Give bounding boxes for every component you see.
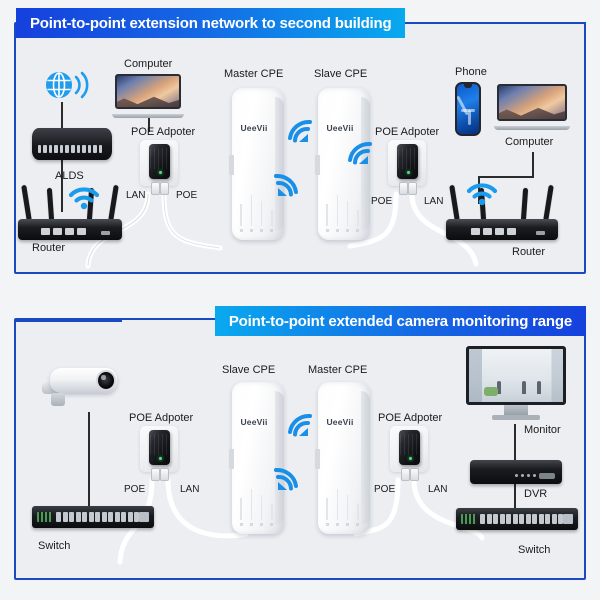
cpe-brand-label-1: UeeVii: [240, 122, 268, 133]
wire-laptop-poe-left: [148, 118, 150, 132]
banner-connector-bottom: [14, 320, 122, 322]
security-camera-device: [40, 364, 122, 410]
poe-adapter-left-top: [140, 140, 178, 195]
wifi-icon-cpe-link-upper-top: [286, 118, 316, 144]
label-lan-right-bottom: LAN: [428, 484, 448, 495]
label-master-cpe-bottom: Master CPE: [308, 364, 368, 376]
wire-laptop-right-across: [478, 176, 534, 178]
dvr-device: [470, 460, 562, 484]
label-poe-right-bottom: POE: [374, 484, 396, 495]
label-poe-left-bottom: POE: [124, 484, 146, 495]
wire-dvr-switch: [514, 484, 516, 508]
cpe-brand-label-4: UeeVii: [326, 416, 354, 427]
monitor-device: [466, 346, 566, 422]
panel-top-title: Point-to-point extension network to seco…: [16, 8, 406, 38]
master-cpe-bottom: UeeVii: [315, 382, 370, 534]
poe-adapter-left-bottom: [140, 426, 178, 481]
label-poe-right-top: POE: [371, 196, 393, 207]
laptop-left-device: [112, 74, 184, 118]
wire-laptop-right-down: [532, 152, 534, 176]
wifi-icon-router-right: [466, 182, 498, 206]
wire-monitor-dvr: [514, 424, 516, 460]
router-left-device: [18, 178, 122, 240]
label-switch-right: Switch: [518, 544, 551, 556]
poe-adapter-right-bottom: [390, 426, 428, 481]
internet-globe-icon: [44, 68, 90, 102]
wifi-icon-cpe-link-lower-top: [270, 172, 300, 198]
label-computer-right: Computer: [505, 136, 554, 148]
label-poe-adapter-right-top: POE Adpoter: [375, 126, 440, 138]
label-computer-left: Computer: [124, 58, 173, 70]
modem-device: [32, 128, 112, 160]
label-router-left: Router: [32, 242, 66, 254]
wire-camera-to-switch: [88, 412, 90, 508]
label-poe-left-top: POE: [176, 190, 198, 201]
poe-adapter-right-top: [388, 140, 426, 195]
slave-cpe-bottom: UeeVii: [229, 382, 284, 534]
phone-device: [455, 82, 481, 136]
label-slave-cpe-bottom: Slave CPE: [222, 364, 276, 376]
laptop-right-device: [494, 84, 570, 130]
label-slave-cpe-top: Slave CPE: [314, 68, 368, 80]
wifi-icon-slave-out-top: [346, 140, 376, 166]
label-lan-right-top: LAN: [424, 196, 444, 207]
label-poe-adapter-left-top: POE Adpoter: [131, 126, 196, 138]
label-master-cpe-top: Master CPE: [224, 68, 284, 80]
wire-globe-modem: [61, 102, 63, 130]
wifi-icon-router-left: [68, 186, 100, 210]
label-alds: ALDS: [55, 170, 84, 182]
label-poe-adapter-right-bottom: POE Adpoter: [378, 412, 443, 424]
cpe-brand-label-2: UeeVii: [326, 122, 354, 133]
label-router-right: Router: [512, 246, 546, 258]
panel-bottom-title: Point-to-point extended camera monitorin…: [214, 306, 586, 336]
wire-modem-router: [61, 160, 63, 212]
label-lan-left-top: LAN: [126, 190, 146, 201]
cable-poe-to-router-right-top: [330, 191, 530, 270]
banner-connector-top: [470, 22, 586, 24]
label-switch-left: Switch: [38, 540, 71, 552]
cpe-brand-label-3: UeeVii: [240, 416, 268, 427]
wifi-icon-cpe-link-upper-bottom: [286, 412, 316, 438]
label-monitor: Monitor: [524, 424, 561, 436]
switch-right-device: [456, 508, 578, 530]
label-lan-left-bottom: LAN: [180, 484, 200, 495]
label-poe-adapter-left-bottom: POE Adpoter: [129, 412, 194, 424]
master-cpe-top: UeeVii: [229, 88, 284, 240]
router-right-device: [446, 178, 558, 240]
label-dvr: DVR: [524, 488, 548, 500]
label-phone-top: Phone: [455, 66, 487, 78]
switch-left-device: [32, 506, 154, 528]
wifi-icon-cpe-link-lower-bottom: [270, 466, 300, 492]
